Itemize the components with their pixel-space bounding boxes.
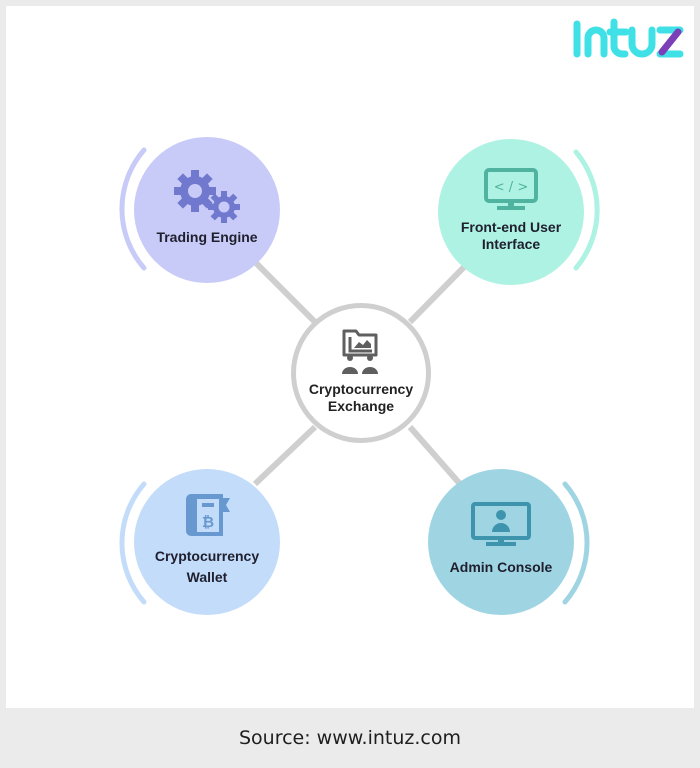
node-label: Interface [481,236,541,252]
node-label: Trading Engine [156,228,258,245]
node-label: Wallet [186,569,228,585]
exchange-dashboard-icon [342,329,378,374]
node-cryptocurrency-exchange: Cryptocurrency Exchange [291,303,431,443]
source-footer: Source: www.intuz.com [238,727,462,749]
center-label: Cryptocurrency [308,381,414,397]
connector-admin-console [407,425,463,486]
node-label: Cryptocurrency [154,548,260,564]
svg-text:₿: ₿ [202,513,214,531]
arc-trading-engine [119,147,147,271]
node-front-end-ui: < / > Front-end User Interface [438,139,584,285]
bitcoin-wallet-icon: ₿ [186,494,230,536]
center-label: Exchange [327,398,395,414]
arc-crypto-wallet [119,481,147,605]
arc-admin-console [562,481,590,605]
gears-icon [174,169,240,223]
arc-front-end-ui [573,149,600,271]
node-trading-engine: Trading Engine [134,137,280,283]
svg-text:< / >: < / > [494,180,528,195]
code-monitor-icon: < / > [484,168,538,210]
node-admin-console: Admin Console [428,469,574,615]
connectors [119,147,600,605]
user-monitor-icon [471,501,531,546]
node-label: Front-end User [460,219,562,235]
connector-trading-engine [252,259,318,325]
node-label: Admin Console [449,558,553,575]
node-crypto-wallet: ₿ Cryptocurrency Wallet [134,469,280,615]
intuz-logo [573,18,684,58]
connector-front-end-ui [407,262,469,325]
connector-crypto-wallet [252,424,318,487]
